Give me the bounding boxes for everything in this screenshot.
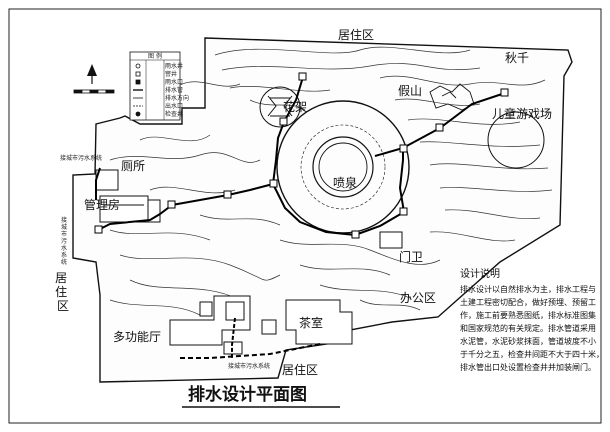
label-office: 办公区: [400, 290, 436, 305]
design-notes: 设计说明 排水设计以自然排水为主，排水工程与 土建工程密切配合，做好预埋、预留工…: [460, 267, 604, 372]
legend-row-1: 雨水井: [165, 62, 183, 70]
label-fountain: 喷泉: [333, 176, 357, 190]
label-rockery: 假山: [398, 84, 422, 98]
notes-line-2: 土建工程密切配合，做好预埋、预留工: [460, 297, 596, 307]
label-teahouse: 茶室: [299, 315, 323, 330]
notes-line-4: 和国家规范的有关规定。排水管道采用: [460, 323, 596, 333]
manholes: [94, 72, 509, 239]
drainage-pipes: [95, 76, 506, 359]
site-boundary: [72, 37, 573, 383]
rockery-rocks: [429, 83, 475, 111]
label-residential-left: 居 住 区: [55, 271, 71, 313]
legend-header: 图 例: [148, 52, 162, 60]
notes-line-6: 于千分之五，检查井间距不大于四十米，: [460, 349, 604, 359]
sewer-note-bottom: 接城市污水系统: [228, 362, 270, 370]
playground-area: [487, 111, 545, 169]
legend-row-3: 雨水口: [165, 78, 183, 86]
label-toilet: 厕所: [121, 159, 145, 173]
teahouse-building: [261, 299, 353, 345]
sewer-note-left-vertical-group: 接城市污水系统: [61, 216, 67, 266]
scale-bar: [73, 89, 115, 94]
legend-row-6: 出水口: [165, 102, 183, 110]
label-management: 管理房: [84, 197, 120, 212]
notes-title: 设计说明: [460, 267, 500, 280]
label-playground: 儿童游戏场: [492, 106, 552, 121]
notes-line-3: 作，施工前要熟悉图纸，排水标准图集: [460, 310, 596, 320]
drawing-border: [8, 8, 602, 424]
legend-row-2: 窨井: [165, 70, 177, 78]
legend-row-5: 排水方向: [165, 94, 189, 102]
management-building: [99, 195, 161, 223]
label-residential-bottom: 居住区: [282, 363, 318, 377]
legend-row-4: 排水管: [165, 86, 183, 94]
sewer-note-left-vertical: 接城市污水系统: [61, 216, 67, 266]
label-multi-hall: 多功能厅: [113, 330, 161, 344]
drawing-title: 排水设计平面图: [188, 384, 307, 405]
gate-house: [379, 231, 403, 249]
multi-function-hall: [169, 295, 251, 355]
label-gate: 门卫: [399, 249, 423, 264]
label-residential-top: 居住区: [338, 28, 374, 42]
label-swing: 秋千: [505, 51, 529, 65]
label-residential-left-group: 居 住 区: [55, 271, 71, 313]
legend-box: 图 例 雨水井 窨井 雨水口 排水管 排水方向 出水口 检查井: [129, 51, 189, 121]
sewer-note-top-left: 接城市污水系统: [60, 154, 102, 162]
notes-line-7: 排水管出口处设置检查井并加装闸门。: [460, 362, 596, 372]
notes-line-1: 排水设计以自然排水为主，排水工程与: [460, 284, 596, 294]
legend-row-7: 检查井: [165, 110, 183, 118]
contour-lines: [109, 46, 553, 316]
notes-line-5: 水泥管，水泥砂浆抹面，管道坡度不小: [460, 336, 596, 346]
north-arrow-icon: [87, 64, 97, 84]
label-flower-stand: 花架: [283, 99, 307, 114]
